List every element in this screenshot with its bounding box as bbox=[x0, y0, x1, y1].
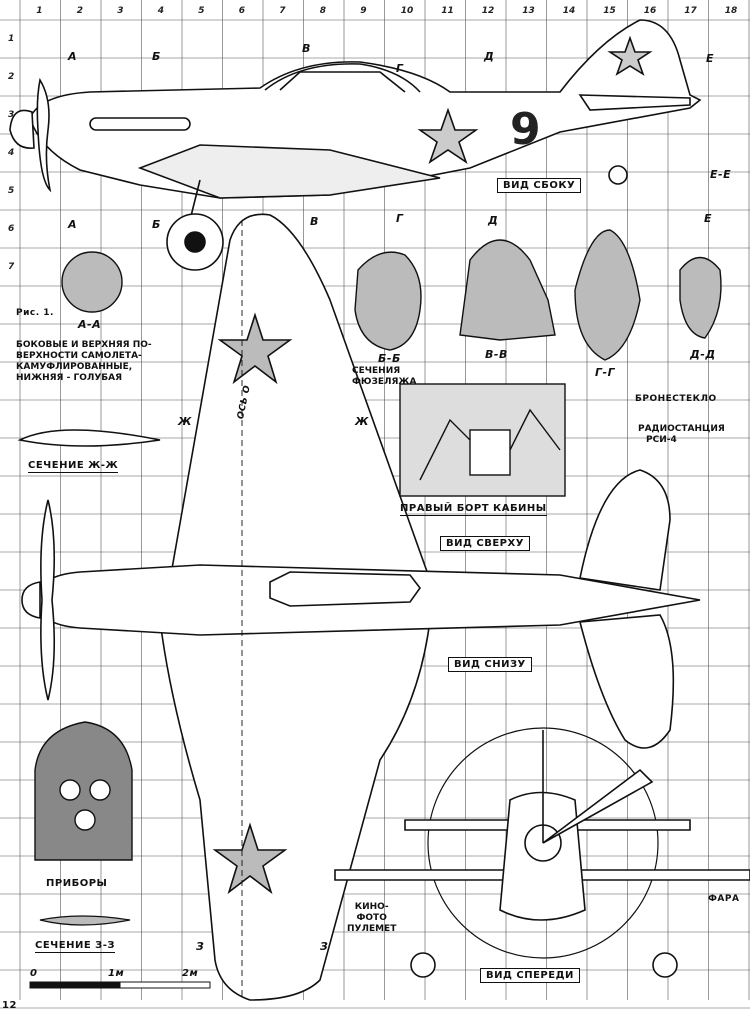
cut-mark-zh-right: Ж bbox=[355, 415, 369, 428]
section-aa-label: А-А bbox=[78, 318, 102, 331]
grid-row-number: 2 bbox=[8, 72, 15, 82]
bottom-view-label: ВИД СНИЗУ bbox=[448, 657, 532, 672]
section-dd-shape bbox=[679, 256, 722, 339]
camera-gun-callout: КИНО- ФОТО ПУЛЕМЕТ bbox=[347, 902, 397, 934]
section-vv-shape bbox=[459, 239, 556, 341]
cut-mark-b-top: Б bbox=[152, 50, 161, 63]
grid-column-number: 18 bbox=[724, 6, 738, 16]
grid-row-number: 6 bbox=[8, 224, 15, 234]
cut-mark-v-bottom: В bbox=[310, 215, 319, 228]
grid-column-number: 11 bbox=[441, 6, 454, 16]
front-view-label: ВИД СПЕРЕДИ bbox=[480, 968, 580, 983]
cut-mark-e-top: Е bbox=[706, 52, 714, 65]
section-zhzh-label: СЕЧЕНИЕ Ж-Ж bbox=[28, 460, 119, 473]
grid-column-number: 6 bbox=[238, 6, 246, 16]
camouflage-note: БОКОВЫЕ И ВЕРХНЯЯ ПО- ВЕРХНОСТИ САМОЛЕТА… bbox=[16, 340, 152, 383]
grid-column-number: 4 bbox=[157, 6, 165, 16]
top-bottom-view-drawing bbox=[21, 213, 701, 1001]
cockpit-right-side-drawing bbox=[399, 383, 566, 497]
grid-row-number: 1 bbox=[8, 34, 15, 44]
section-gg-shape bbox=[574, 229, 641, 361]
grid-column-number: 14 bbox=[562, 6, 576, 16]
side-view-label: ВИД СБОКУ bbox=[497, 178, 582, 193]
section-zz-label: СЕЧЕНИЕ З-З bbox=[35, 940, 115, 953]
scale-zero: 0 bbox=[30, 968, 38, 979]
section-zhzh-airfoil bbox=[17, 429, 161, 447]
figure-label: Рис. 1. bbox=[16, 308, 54, 318]
grid-column-number: 1 bbox=[36, 6, 43, 16]
instruments-label: ПРИБОРЫ bbox=[46, 878, 108, 889]
top-view-label: ВИД СВЕРХУ bbox=[440, 536, 530, 551]
section-ee-label: Е-Е bbox=[710, 168, 732, 181]
grid-column-number: 3 bbox=[117, 6, 124, 16]
grid-row-number: 4 bbox=[8, 148, 15, 158]
grid-column-number: 5 bbox=[198, 6, 205, 16]
grid-column-number: 9 bbox=[360, 6, 367, 16]
cut-mark-e-bottom: Е bbox=[704, 212, 712, 225]
scale-2m: 2м bbox=[182, 968, 199, 979]
instrument-panel-drawing bbox=[34, 721, 133, 861]
cut-mark-z-left: З bbox=[196, 940, 204, 953]
scale-bar bbox=[29, 981, 211, 989]
cut-mark-b-bottom: Б bbox=[152, 218, 161, 231]
grid-column-number: 17 bbox=[684, 6, 697, 16]
cockpit-right-side-label: ПРАВЫЙ БОРТ КАБИНЫ bbox=[400, 503, 547, 516]
aircraft-side-number: 9 bbox=[510, 104, 542, 155]
section-zz-airfoil bbox=[39, 915, 131, 926]
scale-1m: 1м bbox=[108, 968, 125, 979]
page-number: 12 bbox=[2, 1000, 17, 1011]
headlight-callout: ФАРА bbox=[708, 894, 740, 904]
cut-mark-g-top: Г bbox=[396, 62, 404, 75]
grid-row-number: 5 bbox=[8, 186, 15, 196]
cut-mark-d-top: Д bbox=[484, 50, 494, 63]
fuselage-sections-caption: СЕЧЕНИЯ ФЮЗЕЛЯЖА bbox=[352, 366, 417, 387]
front-view-drawing bbox=[334, 727, 750, 978]
cut-mark-g-bottom: Г bbox=[396, 212, 404, 225]
grid-column-number: 8 bbox=[319, 6, 327, 16]
section-bb-shape bbox=[354, 251, 422, 351]
armored-glass-callout: БРОНЕСТЕКЛО bbox=[635, 394, 717, 404]
section-aa-shape bbox=[61, 251, 123, 313]
section-dd-label: Д-Д bbox=[690, 348, 716, 361]
grid-column-number: 10 bbox=[400, 6, 414, 16]
grid-column-number: 15 bbox=[603, 6, 616, 16]
grid-column-number: 13 bbox=[522, 6, 535, 16]
grid-row-number: 7 bbox=[8, 262, 15, 272]
section-gg-label: Г-Г bbox=[595, 366, 616, 379]
cut-mark-v-top: В bbox=[302, 42, 311, 55]
cut-mark-d-bottom: Д bbox=[488, 214, 498, 227]
section-bb-label: Б-Б bbox=[378, 352, 401, 365]
grid-column-number: 16 bbox=[643, 6, 657, 16]
radio-callout: РАДИОСТАНЦИЯ РСИ-4 bbox=[638, 424, 725, 445]
cut-mark-z-right: З bbox=[320, 940, 328, 953]
fuselage-sections bbox=[61, 229, 722, 361]
grid-row-number: 3 bbox=[8, 110, 15, 120]
side-view-drawing bbox=[9, 19, 702, 271]
cut-mark-zh-left: Ж bbox=[178, 415, 192, 428]
grid-column-number: 2 bbox=[76, 6, 84, 16]
cut-mark-a-top: А bbox=[68, 50, 77, 63]
section-vv-label: В-В bbox=[485, 348, 508, 361]
cut-mark-a-bottom: А bbox=[68, 218, 77, 231]
grid-column-number: 7 bbox=[279, 6, 286, 16]
grid-column-number: 12 bbox=[481, 6, 495, 16]
